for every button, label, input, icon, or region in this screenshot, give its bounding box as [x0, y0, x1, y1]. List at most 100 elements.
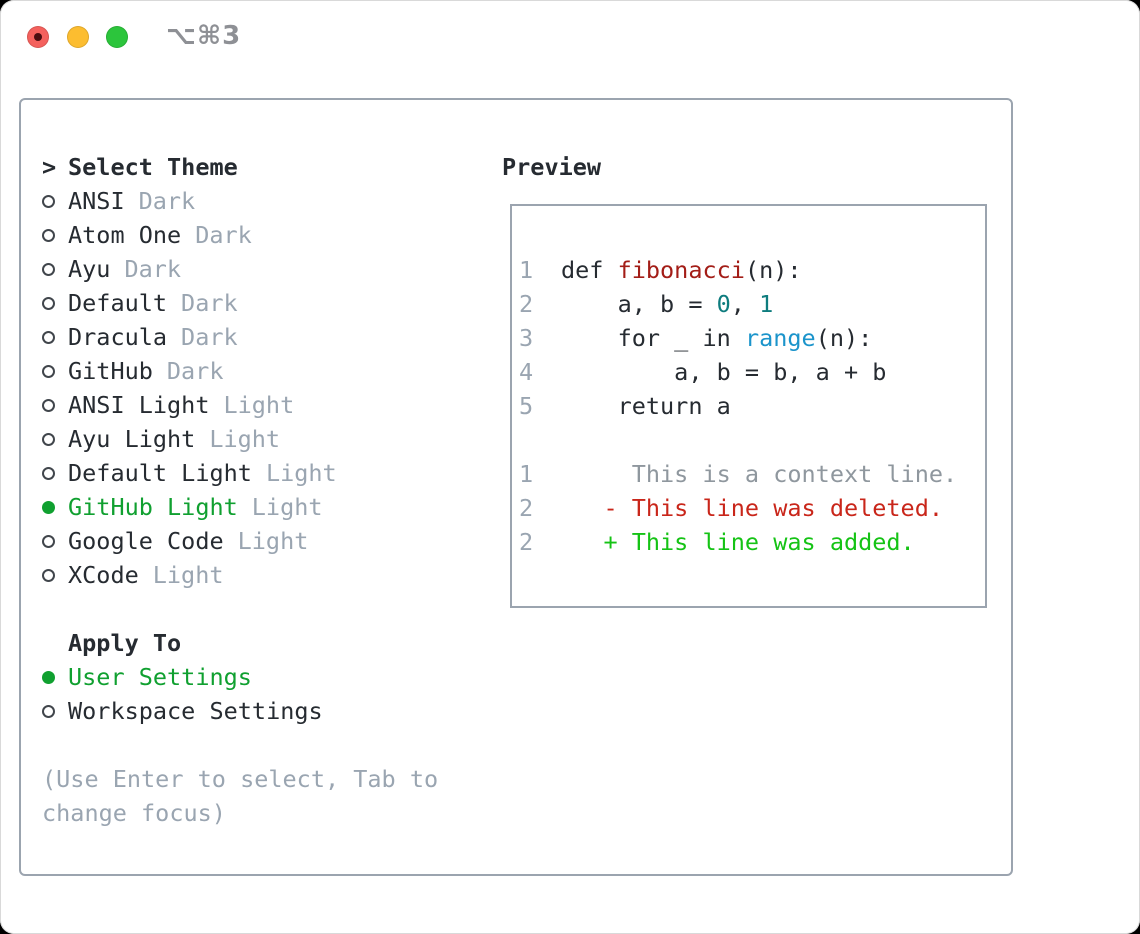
line-number: 2	[519, 528, 534, 556]
marker-column	[42, 194, 68, 208]
apply-to-header-label: Apply To	[68, 629, 182, 657]
theme-option-default-light[interactable]: Default Light Light	[42, 456, 438, 490]
marker-column	[42, 500, 68, 514]
code-token-number: 0	[716, 290, 731, 318]
radio-unselected-icon	[42, 296, 55, 310]
theme-variant: Light	[209, 425, 281, 453]
code-text: def fibonacci(n):	[561, 256, 802, 284]
code-token: a, b =	[561, 290, 717, 318]
marker-column	[42, 296, 68, 310]
diff-line-added: 2 + This line was added.	[519, 525, 985, 559]
theme-option-ansi-light[interactable]: ANSI Light Light	[42, 388, 438, 422]
code-line: 3 for _ in range(n):	[519, 321, 985, 355]
radio-unselected-icon	[42, 228, 55, 242]
theme-name: Default	[68, 289, 168, 317]
theme-name: ANSI	[68, 187, 125, 215]
marker-column	[42, 670, 68, 684]
theme-name: GitHub Light	[68, 493, 238, 521]
theme-variant: Light	[251, 493, 323, 521]
minimize-button[interactable]	[67, 26, 89, 48]
code-line: 5 return a	[519, 389, 985, 423]
theme-name: GitHub	[68, 357, 153, 385]
radio-unselected-icon	[42, 364, 55, 378]
apply-to-header: Apply To	[42, 626, 438, 660]
line-number: 3	[519, 324, 534, 352]
theme-name: Atom One	[68, 221, 182, 249]
diff-added-text: + This line was added.	[561, 528, 915, 556]
diff-context-text: This is a context line.	[561, 460, 958, 488]
marker-column	[42, 466, 68, 480]
radio-unselected-icon	[42, 568, 55, 582]
theme-option-google-code[interactable]: Google Code Light	[42, 524, 438, 558]
code-text: for _ in range(n):	[561, 324, 873, 352]
diff-line-context: 1 This is a context line.	[519, 457, 985, 491]
marker-column	[42, 228, 68, 242]
zoom-button[interactable]	[106, 26, 128, 48]
marker-column	[42, 262, 68, 276]
radio-unselected-icon	[42, 330, 55, 344]
close-button[interactable]	[27, 26, 49, 48]
code-text: return a	[561, 392, 731, 420]
marker-column	[42, 568, 68, 582]
spacer-row	[42, 592, 438, 626]
marker-column	[42, 330, 68, 344]
theme-name: Default Light	[68, 459, 252, 487]
code-token: return a	[561, 392, 731, 420]
theme-option-github-dark[interactable]: GitHub Dark	[42, 354, 438, 388]
theme-option-default-dark[interactable]: Default Dark	[42, 286, 438, 320]
theme-option-atom-one-dark[interactable]: Atom One Dark	[42, 218, 438, 252]
select-theme-header-label: Select Theme	[68, 153, 238, 181]
diff-line-deleted: 2 - This line was deleted.	[519, 491, 985, 525]
theme-name: ANSI Light	[68, 391, 210, 419]
line-number: 2	[519, 290, 534, 318]
close-dot-icon	[34, 33, 42, 41]
focus-caret-icon: >	[42, 153, 57, 181]
line-number: 2	[519, 494, 534, 522]
radio-selected-icon	[42, 670, 55, 684]
theme-option-xcode[interactable]: XCode Light	[42, 558, 438, 592]
hint-line-2: change focus)	[42, 799, 226, 827]
theme-option-ayu-dark[interactable]: Ayu Dark	[42, 252, 438, 286]
theme-name: Ayu	[68, 255, 111, 283]
marker-column	[42, 704, 68, 718]
select-theme-header: > Select Theme	[42, 150, 438, 184]
theme-option-github-light[interactable]: GitHub Light Light	[42, 490, 438, 524]
radio-unselected-icon	[42, 194, 55, 208]
code-token-builtin: range	[744, 324, 816, 352]
theme-picker-panel: > Select Theme ANSI Dark Atom One Dark A…	[19, 98, 1013, 876]
line-number: 1	[519, 256, 534, 284]
theme-name: XCode	[68, 561, 139, 589]
code-token: (n):	[815, 324, 873, 352]
radio-unselected-icon	[42, 398, 55, 412]
diff-deleted-text: - This line was deleted.	[561, 494, 944, 522]
theme-variant: Dark	[166, 357, 224, 385]
code-line: 2 a, b = 0, 1	[519, 287, 985, 321]
marker-column: >	[42, 153, 68, 181]
theme-variant: Light	[223, 391, 295, 419]
theme-variant: Dark	[138, 187, 196, 215]
code-token-function: fibonacci	[617, 256, 745, 284]
hint-line-1: (Use Enter to select, Tab to	[42, 765, 439, 793]
apply-option-user-settings[interactable]: User Settings	[42, 660, 438, 694]
theme-name: Ayu Light	[68, 425, 196, 453]
apply-option-workspace-settings[interactable]: Workspace Settings	[42, 694, 438, 728]
code-token: def	[561, 256, 618, 284]
theme-variant: Dark	[195, 221, 252, 249]
radio-unselected-icon	[42, 534, 55, 548]
code-text: a, b = 0, 1	[561, 290, 774, 318]
marker-column	[42, 534, 68, 548]
theme-option-dracula-dark[interactable]: Dracula Dark	[42, 320, 438, 354]
code-token: ,	[730, 290, 760, 318]
theme-option-ansi-dark[interactable]: ANSI Dark	[42, 184, 438, 218]
preview-header: Preview	[502, 153, 602, 181]
code-token: for _ in	[561, 324, 745, 352]
code-text: a, b = b, a + b	[561, 358, 886, 386]
radio-unselected-icon	[42, 262, 55, 276]
radio-unselected-icon	[42, 466, 55, 480]
theme-variant: Dark	[124, 255, 182, 283]
theme-option-ayu-light[interactable]: Ayu Light Light	[42, 422, 438, 456]
marker-column	[42, 364, 68, 378]
theme-variant: Light	[265, 459, 337, 487]
marker-column	[42, 432, 68, 446]
